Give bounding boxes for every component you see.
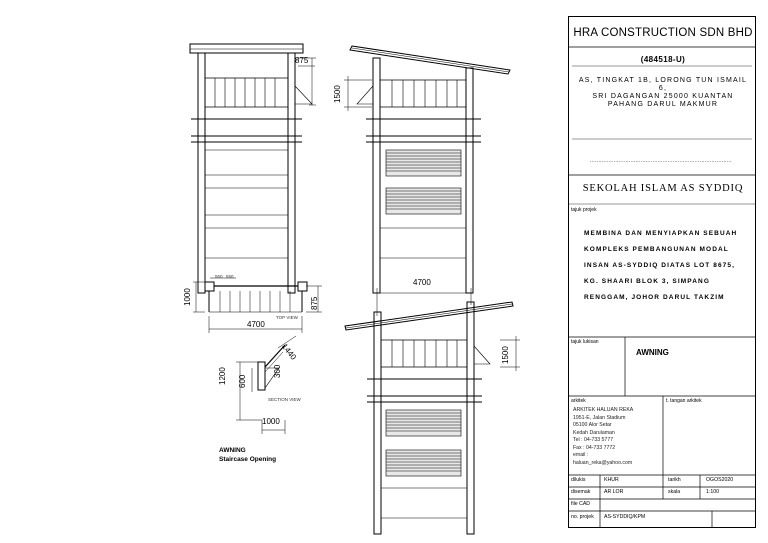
dim-600: 600 xyxy=(238,374,247,388)
date-label: tarikh xyxy=(668,477,681,483)
dim-4700-top-view: 4700 xyxy=(247,320,265,329)
drawing-label: tajuk lukisan xyxy=(571,339,599,345)
note-subtitle: Staircase Opening xyxy=(219,456,277,463)
project-name: SEKOLAH ISLAM AS SYDDIQ xyxy=(582,183,744,194)
drawn-by-value: KHUR xyxy=(604,477,619,483)
address-line: AS, TINGKAT 1B, LORONG TUN ISMAIL 6, xyxy=(578,77,748,93)
drawing-title: AWNING xyxy=(636,348,669,357)
address-line: SRI DAGANGAN 25000 KUANTAN xyxy=(592,93,734,101)
project-label: tajuk projek xyxy=(571,207,597,213)
company-name: HRA CONSTRUCTION SDN BHD xyxy=(573,27,753,39)
front-elevation xyxy=(189,43,316,294)
project-no-value: AS-SYDDIQ/KPM xyxy=(604,514,646,520)
title-block xyxy=(568,16,756,528)
architect-line: 05100 Alor Setar xyxy=(573,422,612,428)
architect-details: ARKITEK HALUAN REKA 1951-E, Jalan Stadiu… xyxy=(573,407,661,467)
cad-file-label: file CAD xyxy=(571,501,591,507)
scale-value: 1:100 xyxy=(706,489,719,495)
dim-4700-side: 4700 xyxy=(413,278,431,287)
architect-line: haluan_reka@yahoo.com xyxy=(573,459,633,466)
project-description: MEMBINA DAN MENYIAPKAN SEBUAH KOMPLEKS P… xyxy=(584,226,752,306)
architect-line: 1951-E, Jalan Stadium xyxy=(573,414,626,421)
scale-label: skala xyxy=(668,489,681,495)
checked-by-label: disemak xyxy=(571,489,591,495)
note-title: AWNING xyxy=(219,447,246,454)
description-line: KOMPLEKS PEMBANGUNAN MODAL xyxy=(584,246,729,253)
title-block-grid xyxy=(568,46,756,528)
dim-1000-section: 1000 xyxy=(262,417,280,426)
description-line: MEMBINA DAN MENYIAPKAN SEBUAH xyxy=(584,230,738,237)
architect-line: email : xyxy=(573,452,589,458)
company-address: AS, TINGKAT 1B, LORONG TUN ISMAIL 6, SRI… xyxy=(574,77,752,109)
description-line: KG. SHAARI BLOK 3, SIMPANG xyxy=(584,278,710,285)
description-line: RENGGAM, JOHOR DARUL TAKZIM xyxy=(584,294,725,301)
architect-line: Fax : 04-733 7772 xyxy=(573,444,616,451)
section-view-label: SECTION VIEW xyxy=(268,397,301,402)
dim-875-top-view: 875 xyxy=(310,296,319,310)
date-value: OGOS2020 xyxy=(706,477,734,483)
dotted-line: ........................................… xyxy=(590,159,732,164)
architect-label: arkitek xyxy=(571,398,586,404)
dim-875-front: 875 xyxy=(295,56,309,65)
address-line: PAHANG DARUL MAKMUR xyxy=(607,101,719,109)
dim-1200: 1200 xyxy=(218,367,227,385)
architect-line: Tel : 04-733 5777 xyxy=(573,437,614,443)
drawn-by-label: dilukis xyxy=(571,477,586,483)
side-elevation-top xyxy=(344,45,511,294)
project-no-label: no. projek xyxy=(571,514,594,520)
dim-550-a: 550 xyxy=(215,274,223,279)
dim-550-b: 550 xyxy=(226,274,234,279)
drawing-note: AWNING Staircase Opening xyxy=(219,446,276,464)
description-line: INSAN AS-SYDDIQ DIATAS LOT 8675, xyxy=(584,262,736,269)
checked-by-value: AR LOR xyxy=(604,489,624,495)
dim-300: 300 xyxy=(273,364,282,378)
top-view xyxy=(193,277,322,333)
company-registration: (484518-U) xyxy=(640,55,686,64)
dim-1500-top: 1500 xyxy=(333,85,342,103)
dim-1500-side: 1500 xyxy=(501,346,510,364)
architect-line: Kedah Darulaman xyxy=(573,429,615,436)
architect-line: ARKITEK HALUAN REKA xyxy=(573,407,634,413)
side-elevation-bottom xyxy=(344,288,520,535)
section-view xyxy=(236,335,297,434)
architect-sign-label: t. tangan arkitek xyxy=(666,398,702,404)
top-view-label: TOP VIEW xyxy=(276,315,298,320)
dim-1000-top-view: 1000 xyxy=(183,288,192,306)
